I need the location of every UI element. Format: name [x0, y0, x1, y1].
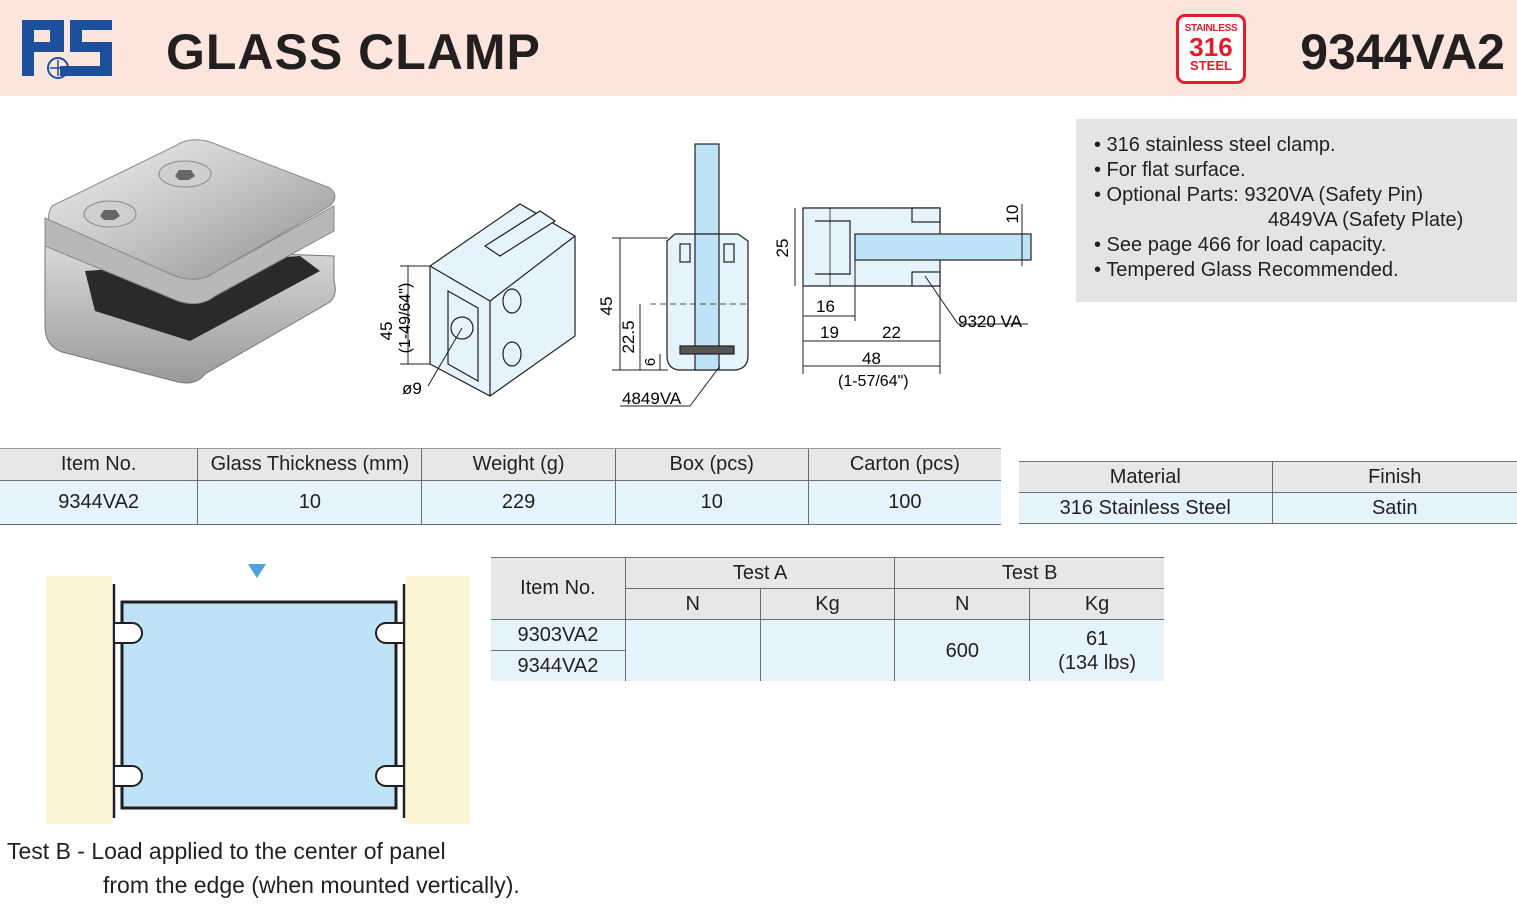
side-dimensions: [612, 237, 721, 407]
cell-item-no: 9344VA2: [491, 650, 626, 681]
top-dim-19: 19: [820, 323, 839, 342]
table-row: 316 Stainless Steel Satin: [1019, 492, 1517, 524]
top-dimensions: [794, 204, 1030, 374]
cell-test-a-kg: [759, 619, 895, 681]
header-bar: GLASS CLAMP STAINLESS 316 STEEL 9344VA2: [0, 0, 1517, 96]
feature-item: • See page 466 for load capacity.: [1094, 234, 1387, 256]
spec-table: Item No. Glass Thickness (mm) Weight (g)…: [0, 448, 1001, 525]
table-row: 9344VA2: [491, 650, 1164, 681]
stainless-316-badge: STAINLESS 316 STEEL: [1176, 14, 1246, 84]
col-test-b-n: N: [894, 588, 1030, 620]
clamp-icon: [113, 622, 143, 644]
feature-item: 4849VA (Safety Plate): [1268, 209, 1464, 231]
iso-dim-diameter: ø9: [402, 379, 422, 398]
load-test-table: Item No. Test A Test B N Kg N Kg 9303VA2…: [491, 557, 1164, 681]
table-header-row: Item No. Glass Thickness (mm) Weight (g)…: [0, 448, 1001, 481]
left-wall: [46, 576, 112, 824]
cell-test-b-n: 600: [894, 619, 1030, 681]
col-test-a: Test A: [624, 557, 895, 589]
clamp-icon: [375, 765, 405, 787]
ps-logo: [22, 20, 112, 79]
side-dim-45: 45: [597, 297, 616, 316]
col-glass-thickness: Glass Thickness (mm): [197, 448, 422, 481]
col-test-a-n: N: [624, 588, 761, 620]
table-header-row: Item No. Test A Test B: [491, 557, 1164, 620]
top-section-drawing: [802, 207, 1032, 287]
clamp-photo: [44, 139, 336, 384]
feature-item: • Optional Parts: 9320VA (Safety Pin): [1094, 184, 1424, 206]
col-material: Material: [1019, 461, 1273, 493]
iso-dim-45-inch: (1-49/64"): [397, 283, 414, 354]
top-dim-10: 10: [1003, 205, 1022, 224]
page-title: GLASS CLAMP: [166, 24, 541, 80]
top-dim-16: 16: [816, 297, 835, 316]
top-dim-25: 25: [773, 239, 792, 258]
col-test-a-kg: Kg: [759, 588, 895, 620]
right-wall: [406, 576, 470, 824]
table-subheader-row: N Kg N Kg: [491, 588, 1164, 620]
cell-finish: Satin: [1271, 492, 1517, 524]
feature-list: • 316 stainless steel clamp. • For flat …: [1076, 119, 1517, 302]
col-finish: Finish: [1271, 461, 1517, 493]
iso-dim-45: 45: [377, 322, 396, 341]
cell-material: 316 Stainless Steel: [1019, 492, 1273, 524]
side-dim-22-5: 22.5: [619, 320, 638, 353]
feature-item: • Tempered Glass Recommended.: [1094, 259, 1399, 281]
clamp-icon: [113, 765, 143, 787]
cell-box: 10: [614, 480, 809, 525]
load-test-caption: Test B - Load applied to the center of p…: [7, 834, 520, 902]
top-dim-22: 22: [882, 323, 901, 342]
safety-pin-label: 9320 VA: [958, 312, 1023, 331]
caption-line-2: from the edge (when mounted vertically).: [103, 872, 520, 898]
test-b-lbs-value: (134 lbs): [1058, 651, 1136, 674]
cell-item-no: 9344VA2: [0, 480, 198, 525]
clamp-icon: [375, 622, 405, 644]
col-item-no: Item No.: [491, 557, 626, 620]
cell-test-b-kg: 61 (134 lbs): [1029, 619, 1164, 681]
isometric-drawing: [429, 203, 576, 397]
col-test-b-kg: Kg: [1029, 588, 1164, 620]
load-arrow-icon: [248, 564, 266, 578]
col-box: Box (pcs): [614, 448, 809, 481]
top-dim-48: 48: [862, 349, 881, 368]
side-section-drawing: [650, 143, 750, 371]
table-header-row: Material Finish: [1019, 461, 1517, 493]
col-carton: Carton (pcs): [807, 448, 1001, 481]
cell-glass-thickness: 10: [197, 480, 422, 525]
model-number: 9344VA2: [1300, 24, 1505, 80]
feature-item: • 316 stainless steel clamp.: [1094, 134, 1336, 156]
side-dim-6: 6: [642, 358, 659, 366]
material-table: Material Finish 316 Stainless Steel Sati…: [1019, 461, 1517, 524]
load-test-diagram: [46, 564, 470, 824]
caption-line-1: Test B - Load applied to the center of p…: [7, 838, 446, 864]
badge-line1: STAINLESS: [1184, 23, 1238, 34]
top-dim-48-inch: (1-57/64"): [838, 373, 909, 390]
cell-test-a-n: [624, 619, 761, 681]
table-row: 9344VA2 10 229 10 100: [0, 480, 1001, 525]
cell-carton: 100: [807, 480, 1001, 525]
badge-line2: 316: [1189, 32, 1233, 62]
col-item-no: Item No.: [0, 448, 198, 481]
table-row: 9303VA2 600 61 (134 lbs): [491, 619, 1164, 681]
cell-weight: 229: [421, 480, 616, 525]
cell-item-no: 9303VA2: [491, 619, 626, 651]
glass-panel: [120, 600, 398, 810]
feature-item: • For flat surface.: [1094, 159, 1246, 181]
col-test-b: Test B: [894, 557, 1164, 589]
col-weight: Weight (g): [421, 448, 616, 481]
badge-line3: STEEL: [1190, 58, 1232, 73]
iso-dimensions: [400, 265, 463, 387]
test-b-kg-value: 61: [1085, 627, 1109, 650]
safety-plate-label: 4849VA: [622, 389, 682, 408]
technical-drawings: 45 (1-49/64") ø9 45 22.5 6 4849VA: [44, 139, 1032, 408]
